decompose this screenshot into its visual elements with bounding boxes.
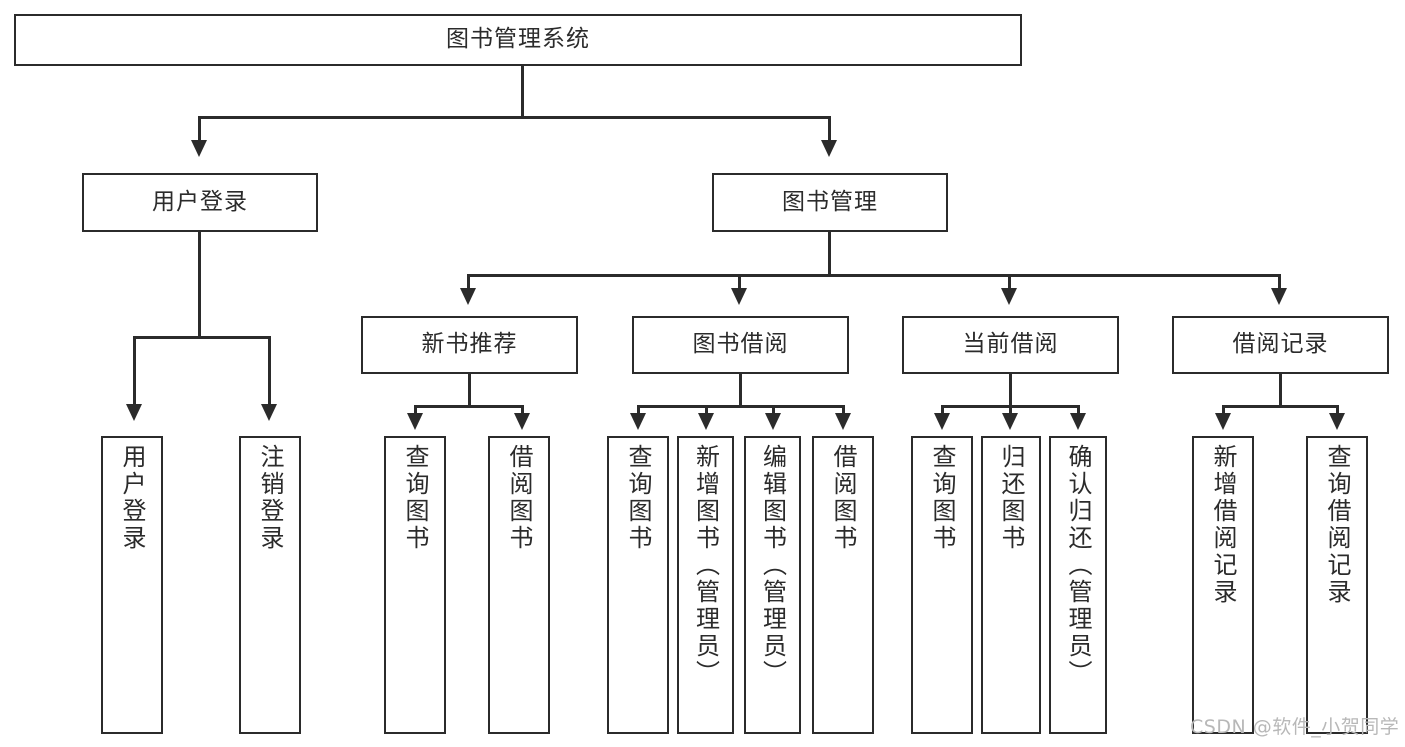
node-leaf-edit-book-label: 编辑图书（管理员）: [758, 444, 787, 687]
edge-book-borrow-bar: [637, 405, 845, 408]
edge-bb-to-leaf-3: [772, 405, 775, 417]
arrowhead-leaf-return-book: [1002, 413, 1018, 430]
node-new-book-recommend[interactable]: 新书推荐: [361, 316, 578, 374]
csdn-watermark: CSDN @软件_小贺同学: [1190, 716, 1400, 738]
node-leaf-user-login-label: 用户登录: [118, 444, 146, 552]
edge-borrow-record-bar: [1222, 405, 1339, 408]
node-leaf-add-book-label: 新增图书（管理员）: [691, 444, 720, 687]
arrowhead-leaf-query-book-3: [934, 413, 950, 430]
edge-cb-to-leaf-2: [1009, 405, 1012, 417]
edge-cb-to-leaf-1: [941, 405, 944, 417]
edge-root-to-user-login: [198, 116, 201, 144]
node-leaf-user-login[interactable]: 用户登录: [101, 436, 163, 734]
arrowhead-leaf-add-book: [698, 413, 714, 430]
node-book-management[interactable]: 图书管理: [712, 173, 948, 232]
arrowhead-leaf-query-book-2: [630, 413, 646, 430]
node-leaf-add-record-label: 新增借阅记录: [1209, 444, 1237, 606]
edge-user-login-to-leaf-1: [133, 336, 136, 408]
node-leaf-query-book-1-label: 查询图书: [401, 444, 429, 552]
edge-br-to-leaf-2: [1336, 405, 1339, 417]
node-user-login-label: 用户登录: [152, 188, 248, 215]
arrowhead-leaf-user-login: [126, 404, 142, 421]
node-user-login[interactable]: 用户登录: [82, 173, 318, 232]
edge-user-login-bar: [133, 336, 271, 339]
node-leaf-add-book[interactable]: 新增图书（管理员）: [677, 436, 734, 734]
node-leaf-borrow-book-1[interactable]: 借阅图书: [488, 436, 550, 734]
node-leaf-user-logout[interactable]: 注销登录: [239, 436, 301, 734]
arrowhead-leaf-edit-book: [765, 413, 781, 430]
node-root[interactable]: 图书管理系统: [14, 14, 1022, 66]
node-leaf-query-book-2[interactable]: 查询图书: [607, 436, 669, 734]
node-new-book-recommend-label: 新书推荐: [421, 331, 518, 358]
edge-book-management-stem: [828, 232, 831, 276]
arrowhead-leaf-user-logout: [261, 404, 277, 421]
arrowhead-leaf-add-record: [1215, 413, 1231, 430]
edge-bm-to-borrow-record: [1278, 274, 1281, 292]
node-leaf-query-record-label: 查询借阅记录: [1323, 444, 1351, 606]
node-book-management-label: 图书管理: [782, 188, 878, 215]
edge-bb-to-leaf-1: [637, 405, 640, 417]
edge-new-book-to-leaf-2: [521, 405, 524, 417]
node-leaf-query-book-3[interactable]: 查询图书: [911, 436, 973, 734]
node-leaf-query-record[interactable]: 查询借阅记录: [1306, 436, 1368, 734]
edge-new-book-stem: [468, 374, 471, 408]
edge-root-to-book-management: [828, 116, 831, 144]
edge-root-bar: [198, 116, 831, 119]
arrowhead-new-book-recommend: [460, 288, 476, 305]
edge-root-stem: [521, 66, 524, 118]
node-borrow-record-label: 借阅记录: [1232, 331, 1329, 358]
node-leaf-confirm-return-label: 确认归还（管理员）: [1064, 444, 1092, 687]
edge-bm-to-new-book: [467, 274, 470, 292]
edge-bb-to-leaf-4: [842, 405, 845, 417]
arrowhead-book-management: [821, 140, 837, 157]
arrowhead-leaf-borrow-book-1: [514, 413, 530, 430]
edge-user-login-stem: [198, 232, 201, 338]
arrowhead-leaf-query-book-1: [407, 413, 423, 430]
node-borrow-record[interactable]: 借阅记录: [1172, 316, 1389, 374]
node-leaf-user-logout-label: 注销登录: [256, 444, 284, 552]
edge-br-to-leaf-1: [1222, 405, 1225, 417]
arrowhead-leaf-confirm-return: [1070, 413, 1086, 430]
node-leaf-edit-book[interactable]: 编辑图书（管理员）: [744, 436, 801, 734]
node-leaf-return-book[interactable]: 归还图书: [981, 436, 1041, 734]
node-root-label: 图书管理系统: [446, 26, 590, 53]
edge-cb-to-leaf-3: [1077, 405, 1080, 417]
edge-bm-to-current-borrow: [1008, 274, 1011, 292]
edge-book-borrow-stem: [739, 374, 742, 408]
edge-borrow-record-stem: [1279, 374, 1282, 408]
node-leaf-borrow-book-2[interactable]: 借阅图书: [812, 436, 874, 734]
arrowhead-leaf-query-record: [1329, 413, 1345, 430]
edge-new-book-to-leaf-1: [414, 405, 417, 417]
node-book-borrow-label: 图书借阅: [692, 331, 789, 358]
arrowhead-leaf-borrow-book-2: [835, 413, 851, 430]
edge-user-login-to-leaf-2: [268, 336, 271, 408]
node-book-borrow[interactable]: 图书借阅: [632, 316, 849, 374]
node-leaf-return-book-label: 归还图书: [997, 444, 1025, 552]
arrowhead-book-borrow: [731, 288, 747, 305]
arrowhead-borrow-record: [1271, 288, 1287, 305]
edge-bm-to-book-borrow: [738, 274, 741, 292]
edge-book-management-bar: [467, 274, 1281, 277]
node-leaf-borrow-book-2-label: 借阅图书: [829, 444, 857, 552]
edge-new-book-bar: [414, 405, 524, 408]
node-leaf-confirm-return[interactable]: 确认归还（管理员）: [1049, 436, 1107, 734]
node-leaf-borrow-book-1-label: 借阅图书: [505, 444, 533, 552]
edge-current-borrow-stem: [1009, 374, 1012, 408]
node-leaf-query-book-1[interactable]: 查询图书: [384, 436, 446, 734]
node-leaf-query-book-3-label: 查询图书: [928, 444, 956, 552]
node-leaf-add-record[interactable]: 新增借阅记录: [1192, 436, 1254, 734]
arrowhead-user-login: [191, 140, 207, 157]
edge-bb-to-leaf-2: [705, 405, 708, 417]
node-current-borrow[interactable]: 当前借阅: [902, 316, 1119, 374]
node-leaf-query-book-2-label: 查询图书: [624, 444, 652, 552]
arrowhead-current-borrow: [1001, 288, 1017, 305]
node-current-borrow-label: 当前借阅: [962, 331, 1059, 358]
